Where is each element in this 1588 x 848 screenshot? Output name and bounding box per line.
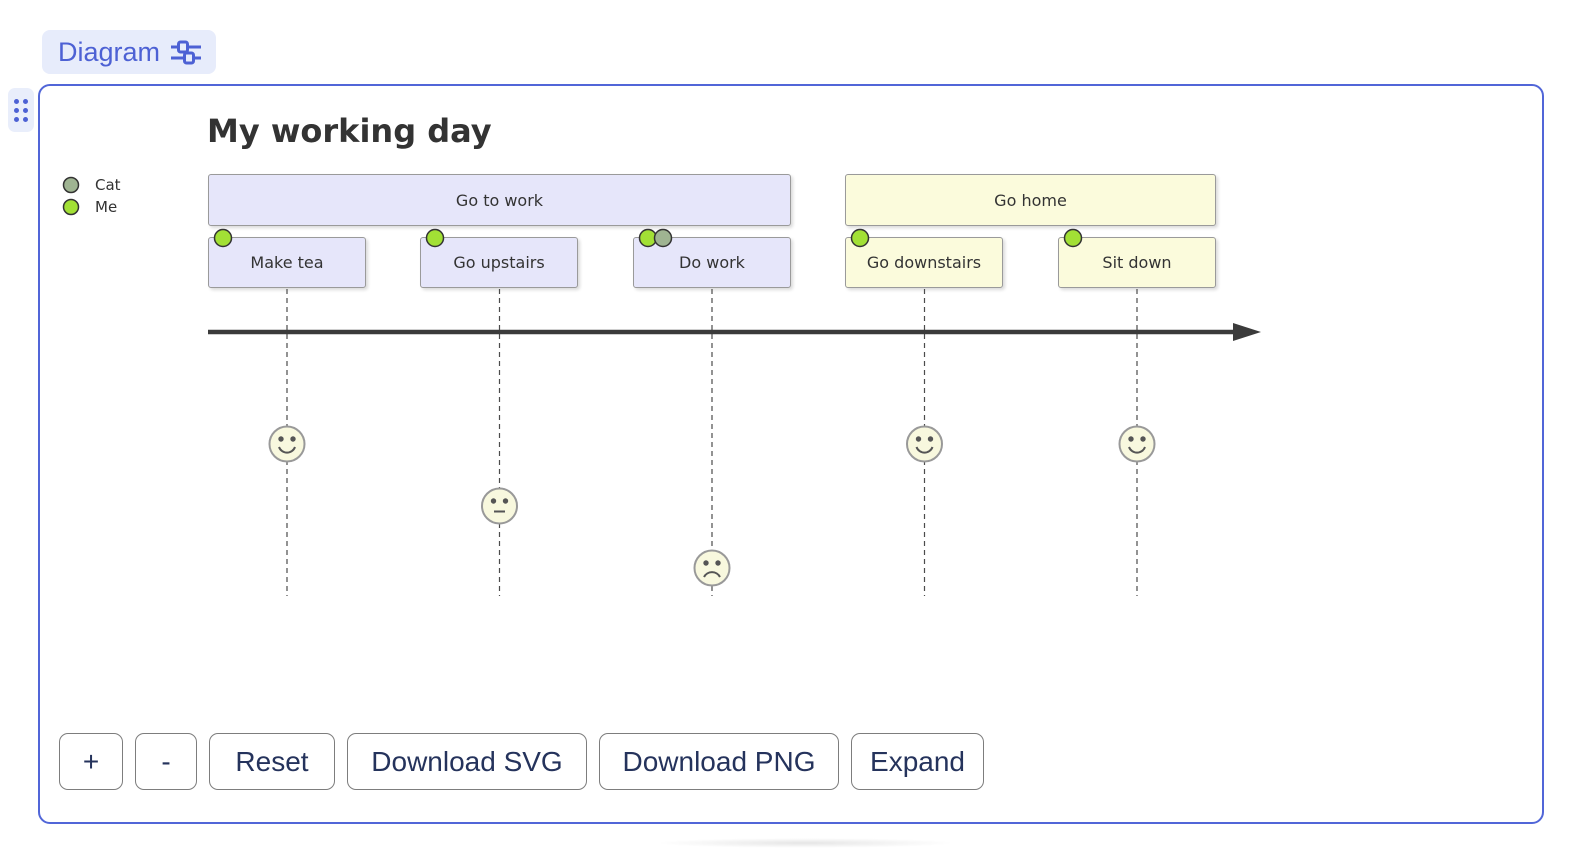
task-do-work: Do work bbox=[633, 228, 791, 288]
grip-dots-icon bbox=[14, 98, 28, 122]
task-make-tea: Make tea bbox=[208, 228, 366, 288]
journey-title: My working day bbox=[207, 112, 492, 150]
happy-face-icon bbox=[1118, 425, 1156, 463]
pane-drag-handle[interactable] bbox=[8, 88, 34, 132]
task-go-downstairs: Go downstairs bbox=[845, 228, 1003, 288]
cat-actor-swatch-icon bbox=[62, 176, 80, 193]
legend-item-cat: Cat bbox=[62, 175, 121, 194]
task-label: Go upstairs bbox=[453, 253, 545, 272]
reset-button[interactable]: Reset bbox=[209, 733, 335, 790]
me-actor-swatch-icon bbox=[62, 198, 80, 215]
section-label: Go to work bbox=[455, 190, 544, 210]
download-png-button[interactable]: Download PNG bbox=[599, 733, 839, 790]
happy-face-icon bbox=[906, 425, 943, 463]
section-go-home: Go home bbox=[845, 174, 1216, 226]
legend-item-me: Me bbox=[62, 197, 121, 216]
legend-label-cat: Cat bbox=[95, 175, 121, 194]
preview-controls: + - Reset Download SVG Download PNG Expa… bbox=[59, 733, 984, 790]
happy-face-icon bbox=[268, 425, 306, 463]
actor-dot-me-icon bbox=[213, 228, 233, 248]
below-fold-element-shadow bbox=[655, 838, 955, 848]
actor-legend: Cat Me bbox=[62, 175, 121, 216]
task-sit-down: Sit down bbox=[1058, 228, 1216, 288]
expand-button[interactable]: Expand bbox=[851, 733, 984, 790]
zoom-in-button[interactable]: + bbox=[59, 733, 123, 790]
actor-dot-me-icon bbox=[1063, 228, 1083, 248]
timeline-arrow bbox=[208, 323, 1261, 341]
task-label: Sit down bbox=[1102, 253, 1172, 272]
diagram-tab-chip[interactable]: Diagram bbox=[42, 30, 217, 74]
zoom-out-button[interactable]: - bbox=[135, 733, 197, 790]
actor-dot-me-icon bbox=[850, 228, 870, 248]
sad-face-icon bbox=[693, 549, 731, 587]
actor-dot-cat-icon bbox=[653, 228, 673, 248]
diagram-preview-panel: My working day Cat Me Go to work Go home… bbox=[38, 84, 1544, 824]
task-label: Go downstairs bbox=[866, 253, 982, 272]
download-svg-button[interactable]: Download SVG bbox=[347, 733, 587, 790]
actor-dot-me-icon bbox=[425, 228, 445, 248]
sliders-icon bbox=[170, 38, 202, 66]
section-go-to-work: Go to work bbox=[208, 174, 791, 226]
task-label: Do work bbox=[679, 253, 745, 272]
task-label: Make tea bbox=[250, 253, 324, 272]
section-label: Go home bbox=[994, 190, 1067, 210]
timeline-dashed-lines bbox=[286, 289, 1138, 596]
task-go-upstairs: Go upstairs bbox=[420, 228, 578, 288]
legend-label-me: Me bbox=[95, 197, 118, 216]
neutral-face-icon bbox=[481, 487, 518, 525]
diagram-tab-label: Diagram bbox=[58, 36, 161, 67]
